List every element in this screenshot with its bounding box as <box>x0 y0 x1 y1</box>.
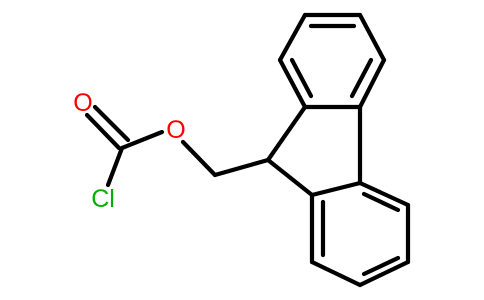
ester-oxygen-label: O <box>166 116 185 144</box>
bond <box>309 259 363 288</box>
bond <box>357 57 387 110</box>
bond <box>265 157 315 198</box>
aromatic-double-bond <box>289 57 314 99</box>
bond <box>357 259 411 288</box>
aromatic-double-bond <box>349 57 374 99</box>
bond <box>309 180 363 198</box>
fluorene-lower-ring <box>309 180 411 288</box>
bond <box>180 139 218 178</box>
bond <box>277 12 308 63</box>
bond <box>357 12 387 63</box>
aromatic-double-bond <box>361 191 401 213</box>
aromatic-double-bond <box>361 255 401 277</box>
carbonyl-oxygen-label: O <box>73 89 92 117</box>
bond <box>277 57 308 110</box>
chloroformate-chain <box>84 104 271 188</box>
fluorene-five-membered-ring <box>265 104 363 198</box>
fluorene-upper-ring <box>277 12 387 110</box>
carbonyl-double-bond <box>84 112 122 151</box>
bond <box>265 104 308 163</box>
bond <box>357 180 411 208</box>
bond <box>119 129 165 151</box>
chlorine-label: Cl <box>91 185 115 213</box>
bond <box>105 145 125 188</box>
carbonyl-double-bond <box>92 104 131 143</box>
bond <box>212 157 271 178</box>
